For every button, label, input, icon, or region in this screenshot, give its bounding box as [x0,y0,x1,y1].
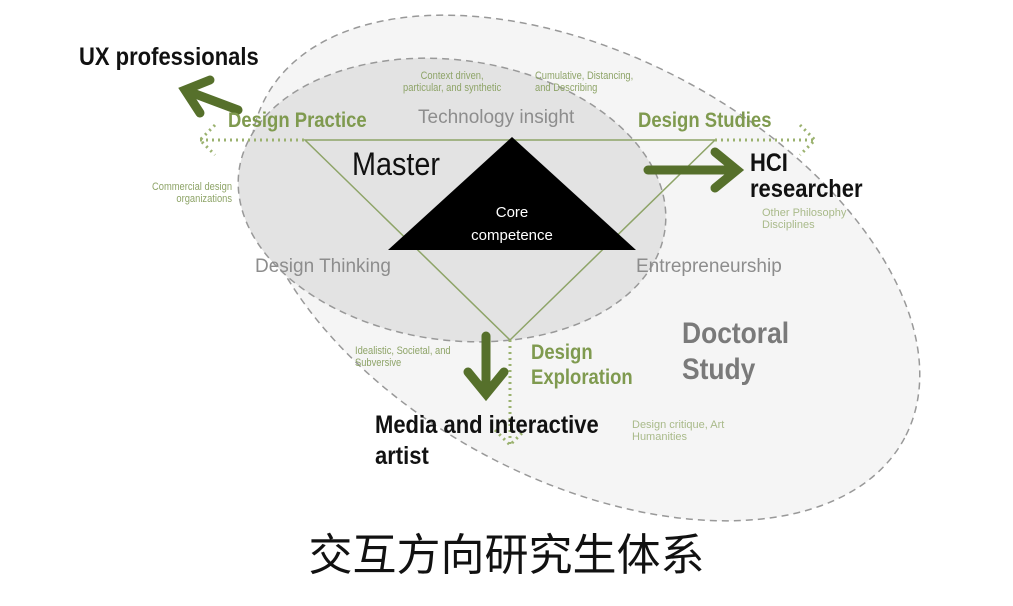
role-arrows [178,75,745,402]
caption: 交互方向研究生体系 [308,531,705,580]
corner-technology-insight: Technology insight [418,107,575,128]
corner-entrepreneurship: Entrepreneurship [636,256,782,277]
dotted-arrows [197,123,818,448]
corner-design-thinking: Design Thinking [255,256,391,277]
role-ux-professionals: UX professionals [79,43,259,71]
note-cumulative: Cumulative, Distancing,and Describing [535,70,634,94]
level-master: Master [352,146,441,182]
area-design-practice: Design Practice [228,109,367,132]
note-context-driven: Context driven,particular, and synthetic [403,70,502,94]
area-design-studies: Design Studies [638,109,772,132]
core-triangle [388,137,636,250]
